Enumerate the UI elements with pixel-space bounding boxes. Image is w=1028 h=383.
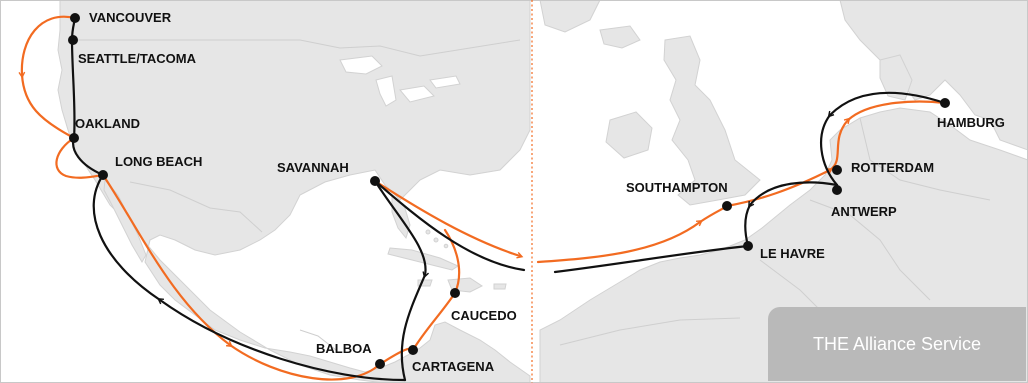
port-label-cartagena: CARTAGENA [412,359,495,374]
service-routes [18,15,947,382]
route-segment-orange [18,15,77,140]
port-dot-seattle[interactable] [68,35,78,45]
route-segment-black [819,91,947,187]
service-name-badge: THE Alliance Service [768,307,1026,381]
route-segment-black [744,181,839,248]
port-dot-lehavre[interactable] [743,241,753,251]
port-dot-antwerp[interactable] [832,185,842,195]
route-segment-orange [373,179,524,259]
route-segment-black [372,178,526,272]
route-segment-orange [725,100,947,208]
route-segment-black [553,244,750,274]
port-dot-cartagena[interactable] [408,345,418,355]
port-label-vancouver: VANCOUVER [89,10,172,25]
port-dot-rotterdam[interactable] [832,165,842,175]
port-markers [68,13,950,369]
port-label-caucedo: CAUCEDO [451,308,517,323]
route-segment-black [373,179,430,382]
route-segment-orange [443,228,461,295]
port-label-rotterdam: ROTTERDAM [851,160,934,175]
port-label-hamburg: HAMBURG [937,115,1005,130]
port-dot-longbeach[interactable] [98,170,108,180]
port-dot-savannah[interactable] [370,176,380,186]
port-dot-oakland[interactable] [69,133,79,143]
route-segment-black [68,16,105,177]
route-segment-orange [101,173,382,381]
port-dot-hamburg[interactable] [940,98,950,108]
port-dot-balboa[interactable] [375,359,385,369]
port-label-savannah: SAVANNAH [277,160,349,175]
route-segment-orange [536,204,729,264]
port-label-longbeach: LONG BEACH [115,154,202,169]
route-segment-black [92,173,407,382]
port-label-oakland: OAKLAND [75,116,140,131]
route-segment-orange [55,136,105,179]
port-label-seattle: SEATTLE/TACOMA [78,51,197,66]
port-label-balboa: BALBOA [316,341,372,356]
service-name-label: THE Alliance Service [812,333,982,354]
port-label-southampton: SOUTHAMPTON [626,180,728,195]
port-label-lehavre: LE HAVRE [760,246,825,261]
port-dot-caucedo[interactable] [450,288,460,298]
port-labels: VANCOUVER SEATTLE/TACOMA OAKLAND LONG BE… [75,10,1005,374]
port-dot-vancouver[interactable] [70,13,80,23]
port-dot-southampton[interactable] [722,201,732,211]
port-label-antwerp: ANTWERP [831,204,897,219]
